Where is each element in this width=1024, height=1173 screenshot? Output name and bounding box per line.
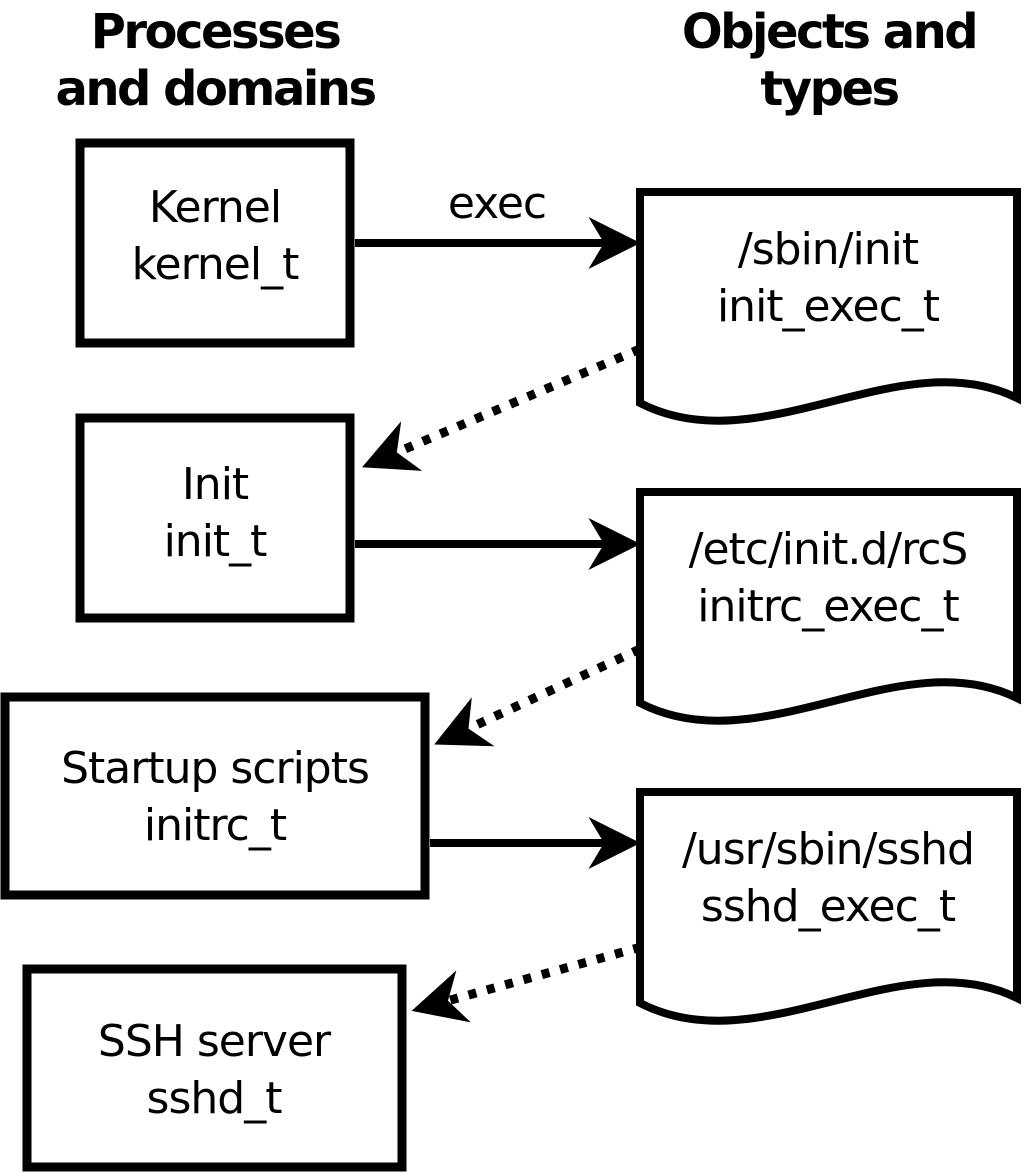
header-processes-line2: and domains — [55, 61, 375, 117]
kernel-label: Kernel — [149, 182, 281, 233]
process-node-ssh-server: SSH server sshd_t — [22, 964, 407, 1172]
transition-arrows — [362, 344, 643, 1023]
init-label: Init — [182, 459, 249, 510]
process-node-kernel: Kernel kernel_t — [75, 138, 355, 348]
sshd-document-shape — [636, 788, 1021, 1025]
startup-scripts-type-label: initrc_t — [144, 800, 287, 851]
sshd-type-label: sshd_exec_t — [701, 881, 956, 932]
process-node-init: Init init_t — [75, 413, 355, 623]
init-type-label: init_t — [164, 516, 268, 567]
sbin-init-document-shape — [636, 188, 1021, 425]
ssh-server-label: SSH server — [98, 1016, 332, 1067]
exec-arrows: exec — [355, 178, 641, 869]
header-processes-line1: Processes — [91, 4, 341, 60]
sbin-init-type-label: init_exec_t — [717, 281, 940, 332]
object-node-sbin-init: /sbin/init init_exec_t — [636, 188, 1021, 425]
header-objects-line2: types — [760, 61, 898, 117]
ssh-server-type-label: sshd_t — [147, 1073, 283, 1124]
startup-scripts-label: Startup scripts — [61, 743, 369, 794]
transition-arrow-sshd-exec-to-sshd — [411, 942, 643, 1023]
startup-scripts-box — [0, 692, 430, 900]
kernel-box — [75, 138, 355, 348]
process-node-startup-scripts: Startup scripts initrc_t — [0, 692, 430, 900]
object-node-usr-sbin-sshd: /usr/sbin/sshd sshd_exec_t — [636, 788, 1021, 1025]
transition-arrow-init-exec-to-init — [362, 344, 642, 471]
kernel-type-label: kernel_t — [132, 239, 299, 290]
column-headers: Processes and domains Objects and types — [55, 4, 978, 117]
rcs-document-shape — [636, 488, 1021, 725]
transition-arrow-initrc-exec-to-initrc — [434, 644, 642, 747]
sbin-init-path-label: /sbin/init — [738, 224, 919, 275]
exec-edge-label: exec — [448, 178, 546, 229]
sshd-path-label: /usr/sbin/sshd — [682, 824, 974, 875]
init-box — [75, 413, 355, 623]
rcs-path-label: /etc/init.d/rcS — [689, 524, 968, 575]
header-objects-line1: Objects and — [682, 4, 976, 60]
ssh-server-box — [22, 964, 407, 1172]
rcs-type-label: initrc_exec_t — [697, 581, 959, 632]
object-node-etc-initd-rcs: /etc/init.d/rcS initrc_exec_t — [636, 488, 1021, 725]
